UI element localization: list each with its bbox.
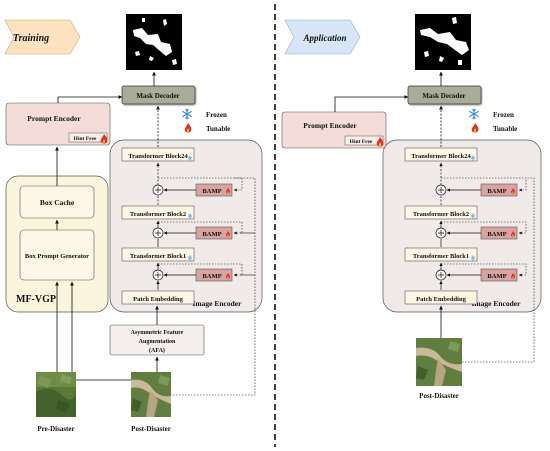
bamp-label: BAMP [202,231,221,238]
application-panel: Application Mask Decoder Frozen Tunable … [281,14,542,400]
transformer-block-2-label: Transformer Block2 [130,211,186,218]
transformer-block-24 [404,147,478,162]
patch-embedding-box [121,290,195,305]
transformer-block-2-label: Transformer Block2 [413,211,469,218]
afa-label-line2: Augmentation [139,339,176,345]
frozen-label: Frozen [206,111,227,119]
application-banner [284,19,361,55]
training-banner [4,19,81,55]
prompt-encoder-label: Prompt Encoder [27,114,81,123]
transformer-block-1-label: Transformer Block1 [413,253,469,260]
prompt-encoder-label: Prompt Encoder [303,121,357,130]
transformer-block-2 [121,205,195,220]
post-disaster-image [131,372,171,417]
image-encoder-box [109,139,263,313]
training-panel: Training Mask Decoder Frozen Tunable Pro… [4,14,263,433]
predicted-mask-image [415,14,471,70]
flame-icon [471,123,479,133]
predicted-mask-image [126,14,182,70]
post-disaster-label: Post-Disaster [131,425,171,433]
flame-icon [184,123,192,133]
pre-disaster-image [36,372,76,417]
patch-embedding-label: Patch Embedding [133,296,183,303]
hint-free-box [68,132,108,143]
post-disaster-image [416,338,462,386]
tunable-label: Tunable [206,125,230,133]
snowflake-icon [469,108,479,120]
afa-label-line1: Asymmetric Feature [131,330,184,336]
transformer-block-24-label: Transformer Block24 [128,153,188,160]
transformer-block-2 [404,205,478,220]
patch-embedding-label: Patch Embedding [416,296,466,303]
bamp-label: BAMP [487,231,506,238]
afa-label-line3: (AFA) [149,347,165,354]
hint-free-label: Hint Free [350,139,373,145]
patch-embedding-box [404,290,478,305]
training-banner-text: Training [13,33,49,44]
transformer-block-1 [121,247,195,262]
image-encoder-label: Image Encoder [472,299,522,308]
mask-decoder-label: Mask Decoder [422,92,465,100]
bamp-label: BAMP [487,273,506,280]
bamp-label: BAMP [487,188,506,195]
post-disaster-label: Post-Disaster [419,392,459,400]
transformer-block-1-label: Transformer Block1 [130,253,186,260]
image-encoder-label: Image Encoder [193,299,243,308]
frozen-label: Frozen [493,111,514,119]
transformer-block-24-label: Transformer Block24 [411,153,471,160]
tunable-label: Tunable [493,125,517,133]
bamp-label: BAMP [202,188,221,195]
snowflake-icon [182,108,192,120]
transformer-block-1 [404,247,478,262]
image-encoder-box [382,139,542,313]
pre-disaster-label: Pre-Disaster [37,425,74,433]
bamp-label: BAMP [202,273,221,280]
mask-decoder-label: Mask Decoder [136,92,179,100]
mf-vgp-label: MF-VGP [16,294,56,305]
hint-free-label: Hint Free [74,136,97,142]
box-cache-label: Box Cache [40,198,75,207]
application-banner-text: Application [302,33,346,43]
hint-free-box [344,135,384,146]
box-prompt-generator-label: Box Prompt Generator [25,253,89,260]
transformer-block-24 [121,147,195,162]
